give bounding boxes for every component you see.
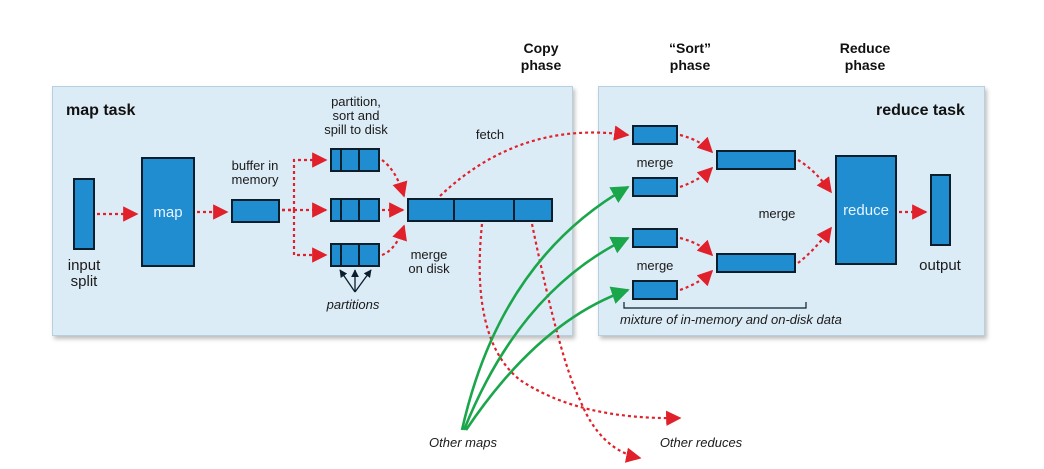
other-maps-label: Other maps (429, 435, 497, 450)
map-box: map (141, 157, 195, 267)
spill-file-3 (330, 243, 380, 267)
map-task-title: map task (66, 102, 136, 119)
arrow-spill-3-to-merge (381, 224, 407, 257)
mixture-label: mixture of in-memory and on-disk data (620, 312, 842, 327)
input-split-box (73, 178, 95, 250)
reduce-box: reduce (835, 155, 897, 265)
merge-label-bottom: merge (636, 258, 674, 273)
reduce-task-title: reduce task (876, 102, 965, 119)
reduce-box-label: reduce (843, 201, 889, 219)
fetch-label: fetch (475, 127, 505, 142)
arrow-merge-top-2 (679, 166, 714, 189)
merged-map-output (407, 198, 553, 222)
fetched-output-1 (632, 125, 678, 145)
arrow-partition-to-other-reduce-1 (478, 223, 682, 426)
memory-buffer-box (231, 199, 280, 223)
arrow-merged-top-to-reduce (797, 159, 832, 194)
fetched-output-3 (632, 228, 678, 248)
merge-label-middle: merge (758, 206, 796, 221)
arrow-merge-bottom-1 (679, 236, 714, 257)
arrow-other-map-2 (462, 236, 630, 431)
red-dataflow-arrows (97, 125, 928, 463)
fetched-output-2 (632, 177, 678, 197)
partitions-label: partitions (326, 297, 380, 312)
spill-file-1 (330, 148, 380, 172)
partitions-pointers (339, 269, 372, 293)
output-label: output (919, 257, 961, 274)
arrow-merge-bottom-2 (679, 269, 714, 292)
arrow-spill-1-to-merge (381, 159, 408, 198)
map-box-label: map (153, 203, 183, 221)
spill-file-2 (330, 198, 380, 222)
merged-file-bottom (716, 253, 796, 273)
green-other-maps-arrows (460, 185, 630, 431)
sort-phase-heading: “Sort”phase (669, 40, 711, 73)
arrow-buffer-to-spill-3 (282, 208, 328, 263)
mixture-bracket (623, 302, 807, 309)
other-reduces-label: Other reduces (659, 435, 743, 450)
arrow-merge-top-1 (679, 133, 714, 154)
merged-file-top (716, 150, 796, 170)
merge-label-top: merge (636, 155, 674, 170)
output-box (930, 174, 951, 246)
arrow-other-map-3 (464, 286, 630, 431)
arrow-other-map-1 (460, 185, 630, 431)
arrow-merged-bottom-to-reduce (797, 226, 832, 264)
fetched-output-4 (632, 280, 678, 300)
arrow-buffer-to-spill-1 (282, 152, 328, 212)
arrow-partition-to-other-reduce-2 (530, 223, 642, 463)
arrow-fetch-to-reduce (439, 125, 630, 197)
